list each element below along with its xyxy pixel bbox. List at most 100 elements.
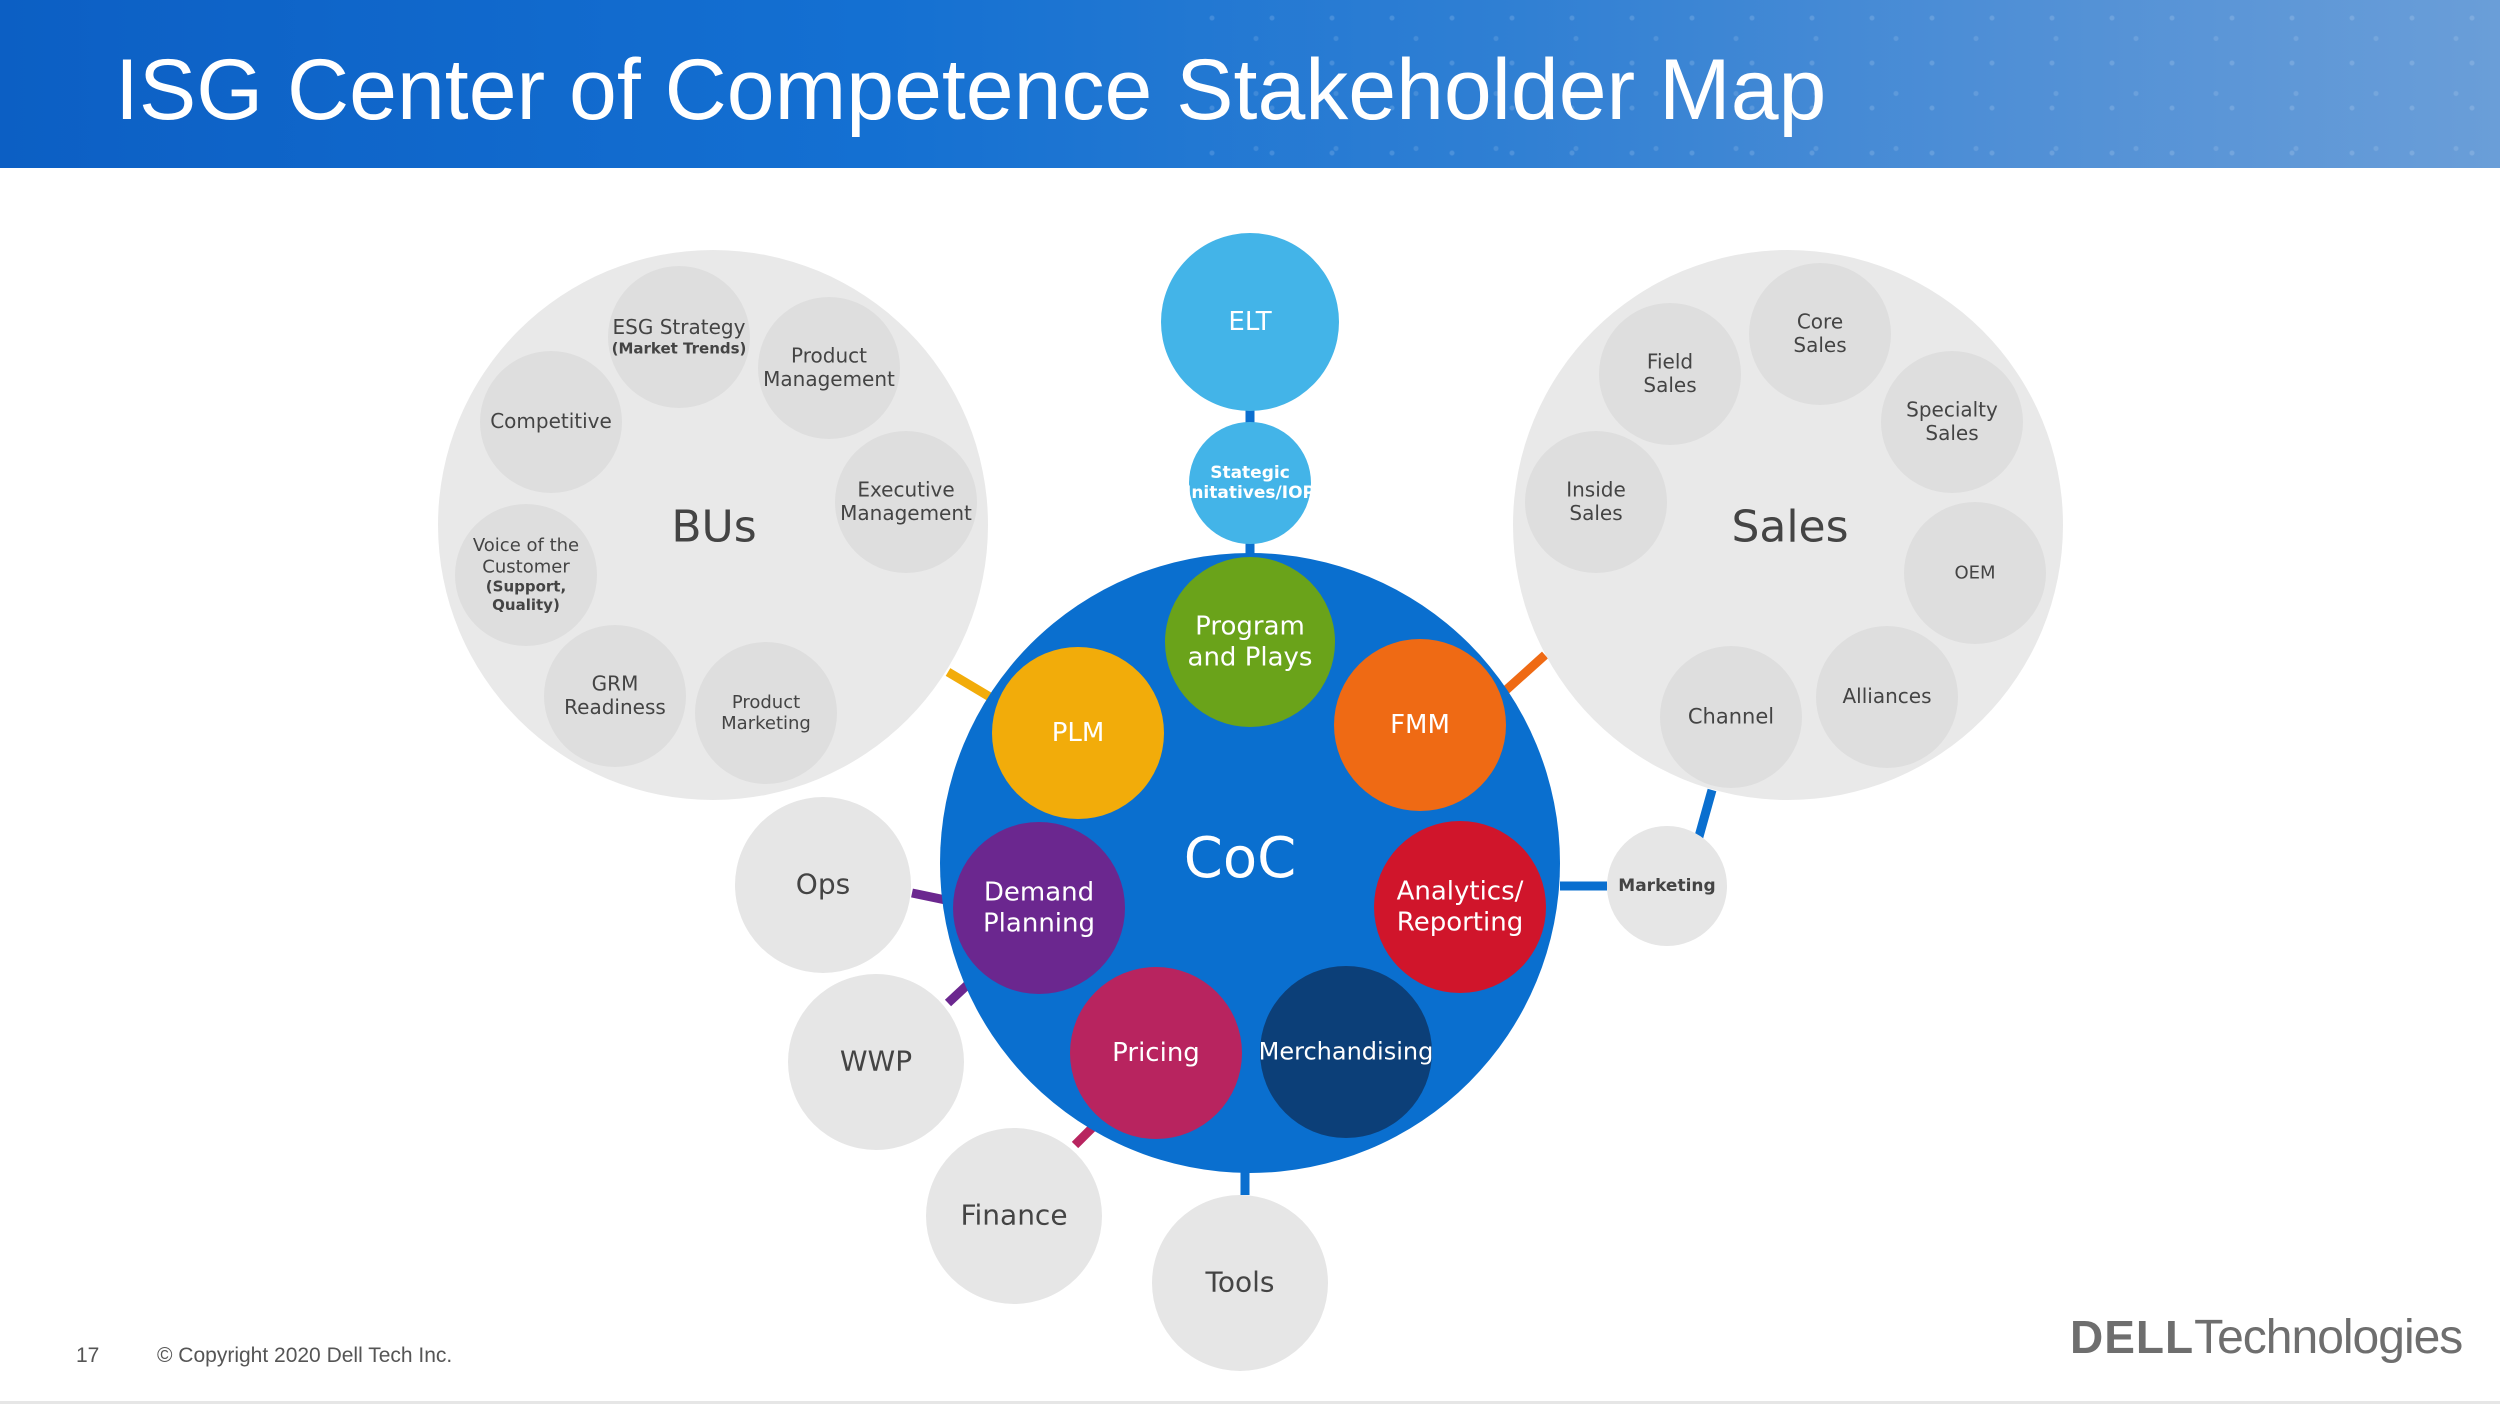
sales-member-text: Sales [1793,333,1846,357]
sales-member-text: Sales [1925,421,1978,445]
sales-member-circle [1525,431,1667,573]
marketing-stakeholder-label: Marketing [1618,876,1715,896]
bus-member-circle [455,504,597,646]
elt-text: ELT [1228,307,1271,337]
bus-member-text: Product [732,692,800,713]
sales-member-text: Sales [1643,373,1696,397]
program-core-node-text: and Plays [1188,642,1313,672]
bus-member-subtext: (Market Trends) [612,339,747,357]
bus-member-text: Product [791,343,867,367]
header-mesh-decoration [1200,0,2500,168]
tools-stakeholder-text: Tools [1205,1266,1275,1299]
pricing-core-node-label: Pricing [1112,1038,1200,1068]
bus-member-circle [608,266,750,408]
sales-member-circle [1816,626,1958,768]
demand-core-node [953,822,1125,994]
header-banner: ISG Center of Competence Stakeholder Map [0,0,2500,168]
footer-divider [0,1401,2500,1404]
sales-member-text: Core [1797,309,1843,333]
analytics-core-node-text: Analytics/ [1397,877,1524,907]
bus-member-subtext: (Support, [486,577,566,595]
sales-member-text: Specialty [1906,397,1998,421]
sales-member-circle [1660,646,1802,788]
dell-technologies-logo: DELLTechnologies [2070,1310,2463,1370]
bus-member-text: GRM [592,671,639,695]
marketing-sales-connector [1693,788,1717,842]
bus-member-circle [480,351,622,493]
merchandising-core-node [1260,966,1432,1138]
logo-dell-wordmark: DELL [2070,1311,2195,1363]
merchandising-core-node-label: Merchandising [1259,1037,1434,1065]
marketing-stakeholder-text: Marketing [1618,876,1715,896]
analytics-core-node [1374,821,1546,993]
fmm-core-node-label: FMM [1390,710,1450,740]
bus-member-subtext: Quality) [492,596,560,614]
copyright-text: © Copyright 2020 Dell Tech Inc. [157,1344,453,1367]
bus-member-circle [758,297,900,439]
bus-member-circle [544,625,686,767]
bus-member-text: Competitive [490,409,612,433]
finance-stakeholder-text: Finance [960,1199,1067,1232]
ops-stakeholder-text: Ops [796,868,850,901]
bus-member-circle [835,431,977,573]
sales-member-text: Alliances [1842,684,1931,708]
bus-member-label: Competitive [490,409,612,433]
sales-member-text: Channel [1688,704,1774,728]
pricing-core-node [1070,967,1242,1139]
coc-label: CoC [1184,826,1296,891]
page-number: 17 [76,1344,100,1367]
strategic-initiatives-text: Stategic [1210,463,1290,483]
page-title: ISG Center of Competence Stakeholder Map [115,42,1827,138]
wwp-stakeholder-text: WWP [840,1045,912,1078]
bus-member-text: Readiness [564,695,666,719]
bus-member-text: Executive [857,477,954,501]
coc-text: CoC [1184,826,1296,891]
bus-member-text: Management [840,501,972,525]
plm-core-node-text: PLM [1052,718,1105,748]
sales-member-circle [1904,502,2046,644]
fmm-core-node [1334,639,1506,811]
marketing-stakeholder-circle [1607,826,1727,946]
bus-member-text: Marketing [721,713,811,734]
program-core-node-text: Program [1195,612,1305,642]
sales-member-circle [1881,351,2023,493]
wwp-stakeholder-label: WWP [840,1045,912,1078]
strategic-initiatives-text: Initatives/IOP [1185,483,1315,503]
bus-member-text: Management [763,367,895,391]
sales-member-label: OEM [1954,563,1995,584]
demand-core-node-text: Demand [984,878,1094,908]
ops-stakeholder-circle [735,797,911,973]
strategic-initiatives-circle [1189,422,1311,544]
program-core-node [1165,557,1335,727]
pricing-core-node-text: Pricing [1112,1038,1200,1068]
bus-member-text: Customer [482,556,570,577]
merchandising-core-node-text: Merchandising [1259,1037,1434,1065]
bus-member-text: Voice of the [473,535,579,556]
finance-stakeholder-circle [926,1128,1102,1304]
sales-member-circle [1599,303,1741,445]
analytics-core-node-label: Analytics/Reporting [1397,877,1524,938]
bus-member-circle [695,642,837,784]
sales-member-text: OEM [1954,563,1995,584]
logo-technologies-wordmark: Technologies [2194,1311,2463,1364]
sales-member-text: Sales [1569,501,1622,525]
tools-stakeholder-circle [1152,1195,1328,1371]
sales-member-text: Inside [1566,477,1626,501]
bus-member-text: ESG Strategy [613,315,746,339]
ops-stakeholder-label: Ops [796,868,850,901]
elt-label: ELT [1228,307,1271,337]
sales-member-text: Field [1647,349,1693,373]
demand-core-node-text: Planning [983,908,1095,938]
